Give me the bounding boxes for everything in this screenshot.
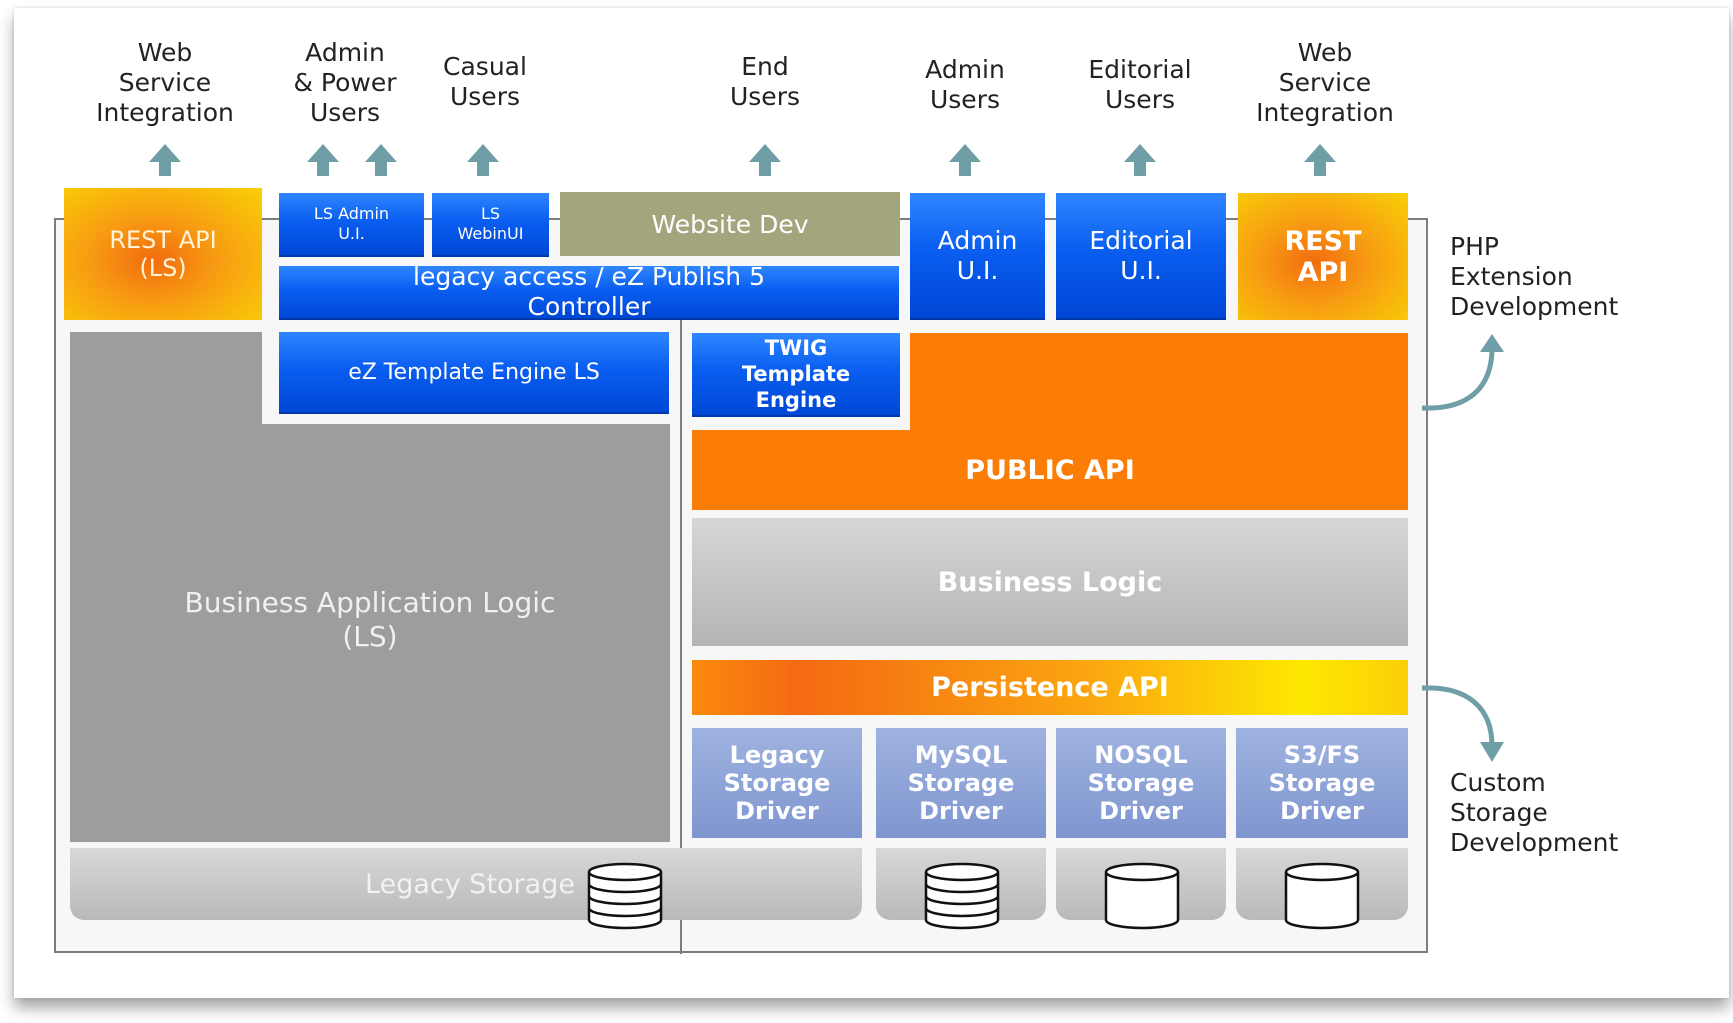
up-arrow-icon bbox=[149, 144, 181, 176]
public-api-box: PUBLIC API bbox=[692, 430, 1408, 510]
legacy-storage-base bbox=[70, 848, 862, 920]
curved-arrow-icon bbox=[1421, 334, 1504, 411]
custom-storage-label: Custom Storage Development bbox=[1450, 768, 1619, 857]
persistence-api-box: Persistence API bbox=[692, 660, 1408, 715]
admin-ui-box: Admin U.I. bbox=[910, 193, 1045, 320]
user-label-editorial: Editorial Users bbox=[1088, 55, 1192, 114]
business-logic-box: Business Logic bbox=[692, 518, 1408, 646]
database-cylinder-icon bbox=[1284, 862, 1360, 930]
business-app-logic-label: Business Application Logic (LS) bbox=[184, 586, 556, 653]
legacy-storage-driver: Legacy Storage Driver bbox=[692, 728, 862, 838]
ls-admin-ui-box: LS Admin U.I. bbox=[279, 193, 424, 257]
user-label-web-service-left: Web Service Integration bbox=[96, 38, 234, 127]
website-dev-box: Website Dev bbox=[560, 192, 900, 256]
public-api-upper bbox=[910, 333, 1408, 433]
up-arrow-icon bbox=[749, 144, 781, 176]
twig-template-engine-box: TWIG Template Engine bbox=[692, 333, 900, 417]
php-extension-label: PHP Extension Development bbox=[1450, 232, 1619, 321]
rest-api-box: REST API bbox=[1238, 193, 1408, 320]
up-arrow-icon bbox=[365, 144, 397, 176]
legacy-controller-box: legacy access / eZ Publish 5 Controller bbox=[279, 262, 899, 321]
s3fs-storage-driver: S3/FS Storage Driver bbox=[1236, 728, 1408, 838]
legacy-storage-label: Legacy Storage bbox=[365, 868, 575, 900]
up-arrow-icon bbox=[307, 144, 339, 176]
user-label-casual: Casual Users bbox=[443, 52, 527, 111]
up-arrow-icon bbox=[949, 144, 981, 176]
user-label-admin: Admin Users bbox=[925, 55, 1005, 114]
ez-template-engine-box: eZ Template Engine LS bbox=[279, 332, 669, 414]
up-arrow-icon bbox=[467, 144, 499, 176]
database-stacked-icon bbox=[924, 862, 1000, 930]
curved-arrow-icon bbox=[1421, 685, 1504, 762]
up-arrow-icon bbox=[1304, 144, 1336, 176]
divider-line bbox=[680, 318, 682, 954]
up-arrow-icon bbox=[1124, 144, 1156, 176]
user-label-end: End Users bbox=[729, 52, 800, 111]
rest-api-ls-box: REST API (LS) bbox=[64, 188, 262, 320]
database-cylinder-icon bbox=[1104, 862, 1180, 930]
ls-webinui-box: LS WebinUI bbox=[432, 193, 549, 257]
business-app-logic-left bbox=[70, 332, 262, 842]
user-label-web-service-right: Web Service Integration bbox=[1256, 38, 1394, 127]
database-stacked-icon bbox=[587, 862, 663, 930]
mysql-storage-driver: MySQL Storage Driver bbox=[876, 728, 1046, 838]
user-label-admin-power: Admin & Power Users bbox=[293, 38, 397, 127]
business-app-logic-right bbox=[262, 424, 670, 842]
editorial-ui-box: Editorial U.I. bbox=[1056, 193, 1226, 320]
nosql-storage-driver: NOSQL Storage Driver bbox=[1056, 728, 1226, 838]
